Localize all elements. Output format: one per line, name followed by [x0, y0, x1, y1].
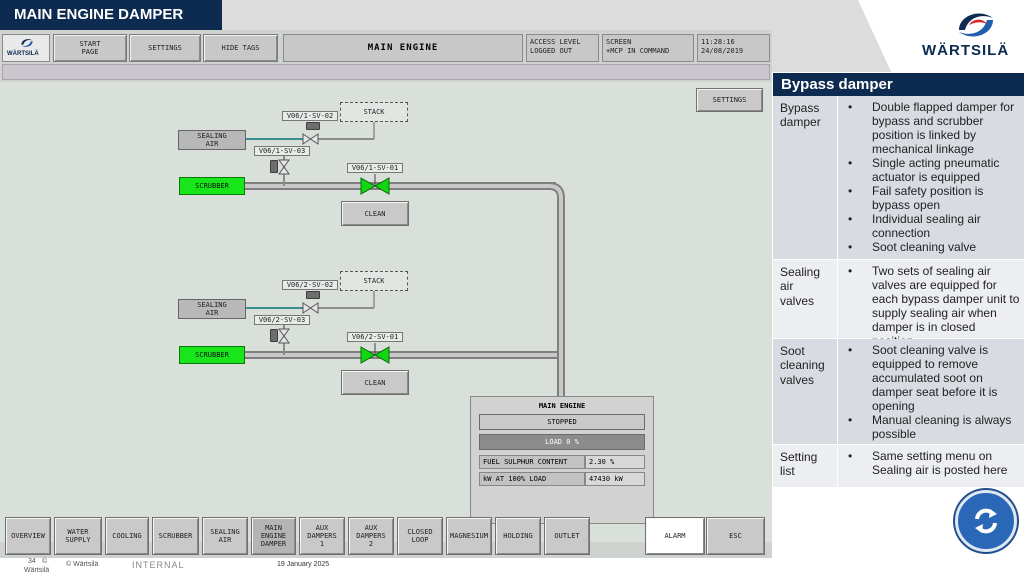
unit1-valve-a-tag[interactable]: V06/1-SV-02 [282, 111, 338, 121]
screen-command-info: SCREEN +MCP IN COMMAND [602, 34, 694, 62]
bullet-item: Soot cleaning valve is equipped to remov… [846, 343, 1020, 413]
copyright-mark: © [42, 558, 48, 565]
info-row-label: Sealing air valves [773, 260, 838, 339]
unit2-sealing-actuator-icon [306, 291, 320, 299]
settings-top-button[interactable]: SETTINGS [129, 34, 201, 62]
footer-company: Wärtsilä [24, 567, 50, 574]
slide-title-bar: MAIN ENGINE DAMPER [0, 0, 222, 30]
bullet-item: Single acting pneumatic actuator is equi… [846, 156, 1020, 184]
unit1-scrubber-indicator[interactable]: SCRUBBER [179, 177, 245, 195]
unit1-valve-c-tag[interactable]: V06/1-SV-01 [347, 163, 403, 173]
unit2-bleed-valve-icon [278, 328, 290, 344]
message-strip [2, 64, 770, 80]
unit2-sealing-valve-icon [302, 302, 319, 314]
nav-alarm[interactable]: ALARM [645, 517, 705, 555]
info-row-bullets: Double flapped damper for bypass and scr… [838, 96, 1024, 260]
nav-aux-dampers-2[interactable]: AUX DAMPERS 2 [348, 517, 394, 555]
kw-load-value[interactable]: 47430 kW [585, 472, 645, 486]
nav-scrubber[interactable]: SCRUBBER [152, 517, 199, 555]
unit1-bleed-actuator-icon [270, 160, 278, 173]
unit1-sealing-valve-icon [302, 133, 319, 145]
info-row-soot-cleaning-valves: Soot cleaning valves Soot cleaning valve… [773, 339, 1024, 445]
unit2-valve-b-tag[interactable]: V06/2-SV-03 [254, 315, 310, 325]
nav-overview[interactable]: OVERVIEW [5, 517, 51, 555]
hmi-logo-text: WÄRTSILÄ [7, 51, 39, 57]
nav-cooling[interactable]: COOLING [105, 517, 149, 555]
footer-copyright: © Wärtsilä [66, 561, 99, 568]
info-row-sealing-air-valves: Sealing air valves Two sets of sealing a… [773, 260, 1024, 348]
bullet-item: Manual cleaning is always possible [846, 413, 1020, 441]
bullet-item: Individual sealing air connection [846, 212, 1020, 240]
refresh-button[interactable] [955, 490, 1017, 552]
unit2-clean-button[interactable]: CLEAN [341, 370, 409, 395]
main-engine-title: MAIN ENGINE [538, 402, 586, 410]
unit1-sealing-actuator-icon [306, 122, 320, 130]
unit1-valve-b-tag[interactable]: V06/1-SV-03 [254, 146, 310, 156]
hmi-logo: WÄRTSILÄ [2, 34, 50, 62]
info-row-bullets: Two sets of sealing air valves are equip… [838, 260, 1024, 348]
hmi-screen: WÄRTSILÄ START PAGE SETTINGS HIDE TAGS M… [0, 30, 772, 558]
hmi-logo-icon [21, 39, 33, 47]
unit1-damper-valve-icon [360, 174, 390, 195]
nav-magnesium[interactable]: MAGNESIUM [446, 517, 492, 555]
unit2-bleed-actuator-icon [270, 329, 278, 342]
nav-esc[interactable]: ESC [706, 517, 765, 555]
nav-closed-loop[interactable]: CLOSED LOOP [397, 517, 443, 555]
nav-main-engine-damper[interactable]: MAIN ENGINE DAMPER [251, 517, 296, 555]
brand-area [858, 0, 1024, 72]
kw-load-label: kW AT 100% LOAD [479, 472, 585, 486]
process-mimic: SETTINGS STACK V06/1-SV-02 SEALING AIR V… [0, 82, 772, 542]
unit1-clean-button[interactable]: CLEAN [341, 201, 409, 226]
bullet-item: Double flapped damper for bypass and scr… [846, 100, 1020, 156]
nav-water-supply[interactable]: WATER SUPPLY [54, 517, 102, 555]
page-number: 34 [28, 558, 36, 565]
info-row-bullets: Same setting menu on Sealing air is post… [838, 445, 1024, 488]
unit1-stack: STACK [340, 102, 408, 122]
info-row-bullets: Soot cleaning valve is equipped to remov… [838, 339, 1024, 445]
hide-tags-button[interactable]: HIDE TAGS [203, 34, 278, 62]
info-row-label: Setting list [773, 445, 838, 488]
main-engine-panel: MAIN ENGINE STOPPED LOAD 0 % FUEL SULPHU… [470, 396, 654, 524]
unit1-bleed-valve-icon [278, 159, 290, 175]
nav-sealing-air[interactable]: SEALING AIR [202, 517, 248, 555]
slide-footer: 34 © Wärtsilä © Wärtsilä INTERNAL 19 Jan… [0, 558, 1024, 574]
main-engine-load: LOAD 0 % [479, 434, 645, 450]
start-page-button[interactable]: START PAGE [53, 34, 127, 62]
unit2-damper-valve-icon [360, 343, 390, 364]
unit2-valve-a-tag[interactable]: V06/2-SV-02 [282, 280, 338, 290]
bullet-item: Fail safety position is bypass open [846, 184, 1020, 212]
access-level: ACCESS LEVEL LOGGED OUT [526, 34, 599, 62]
unit1-sealing-air[interactable]: SEALING AIR [178, 130, 246, 150]
info-panel-heading: Bypass damper [773, 73, 1024, 96]
pipe-diagram [245, 122, 565, 396]
settings-button[interactable]: SETTINGS [696, 88, 763, 112]
fuel-sulphur-value[interactable]: 2.30 % [585, 455, 645, 469]
refresh-icon [975, 508, 997, 534]
bullet-item: Same setting menu on Sealing air is post… [846, 449, 1020, 477]
info-row-setting-list: Setting list Same setting menu on Sealin… [773, 445, 1024, 488]
nav-outlet[interactable]: OUTLET [544, 517, 590, 555]
footer-date: 19 January 2025 [277, 561, 330, 568]
info-row-label: Soot cleaning valves [773, 339, 838, 445]
bullet-item: Two sets of sealing air valves are equip… [846, 264, 1020, 348]
unit2-valve-c-tag[interactable]: V06/2-SV-01 [347, 332, 403, 342]
screen-title: MAIN ENGINE [283, 34, 523, 62]
nav-holding[interactable]: HOLDING [495, 517, 541, 555]
main-engine-status: STOPPED [479, 414, 645, 430]
unit2-scrubber-indicator[interactable]: SCRUBBER [179, 346, 245, 364]
info-row-label: Bypass damper [773, 96, 838, 260]
date-time: 11:28:16 24/08/2019 [697, 34, 770, 62]
unit2-stack: STACK [340, 271, 408, 291]
info-row-bypass-damper: Bypass damper Double flapped damper for … [773, 96, 1024, 260]
unit2-sealing-air[interactable]: SEALING AIR [178, 299, 246, 319]
fuel-sulphur-label: FUEL SULPHUR CONTENT [479, 455, 585, 469]
nav-aux-dampers-1[interactable]: AUX DAMPERS 1 [299, 517, 345, 555]
bullet-item: Soot cleaning valve [846, 240, 1020, 254]
wartsila-logo-icon [959, 13, 993, 37]
footer-classification: INTERNAL [132, 560, 185, 570]
slide-title: MAIN ENGINE DAMPER [14, 6, 184, 23]
brand-wordmark: WÄRTSILÄ [922, 42, 1010, 59]
